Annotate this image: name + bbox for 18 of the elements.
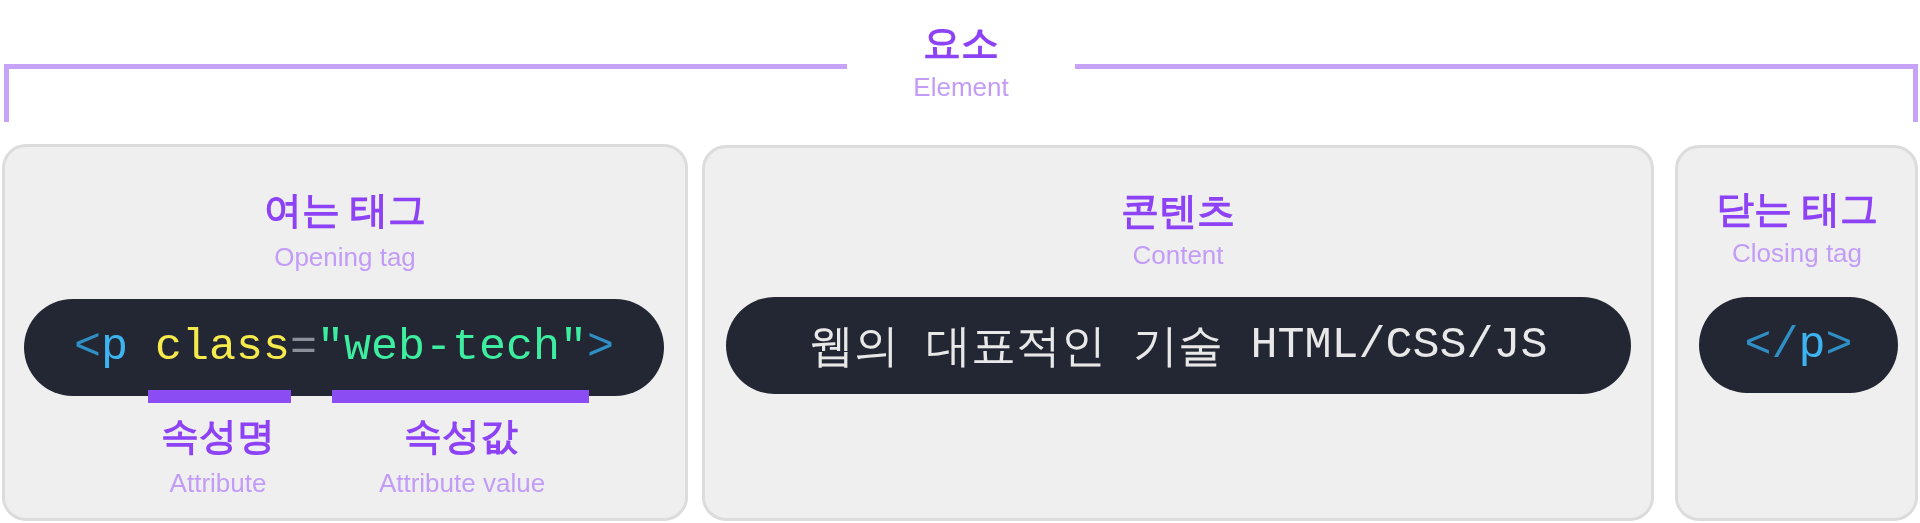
heading: 속성명 <box>161 415 275 459</box>
subheading: Attribute <box>169 469 267 499</box>
subheading: Closing tag <box>1731 239 1863 269</box>
subheading: Attribute value <box>378 469 546 499</box>
heading: 닫는 태그 <box>1715 188 1879 232</box>
panel <box>702 145 1654 521</box>
heading: 속성값 <box>404 415 518 459</box>
subheading: Element <box>913 73 1009 103</box>
panel <box>1675 145 1918 521</box>
subheading: Opening tag <box>274 243 416 273</box>
heading: 여는 태그 <box>263 189 427 233</box>
subheading: Content <box>1132 241 1224 271</box>
heading: 콘텐츠 <box>1121 190 1235 234</box>
code-pill: <p class="web-tech"> <box>24 299 664 396</box>
heading: 요소 <box>923 22 999 66</box>
code-pill: 웹의 대표적인 기술 HTML/CSS/JS <box>726 297 1631 394</box>
panel <box>2 144 688 521</box>
code-pill: </p> <box>1699 297 1898 393</box>
